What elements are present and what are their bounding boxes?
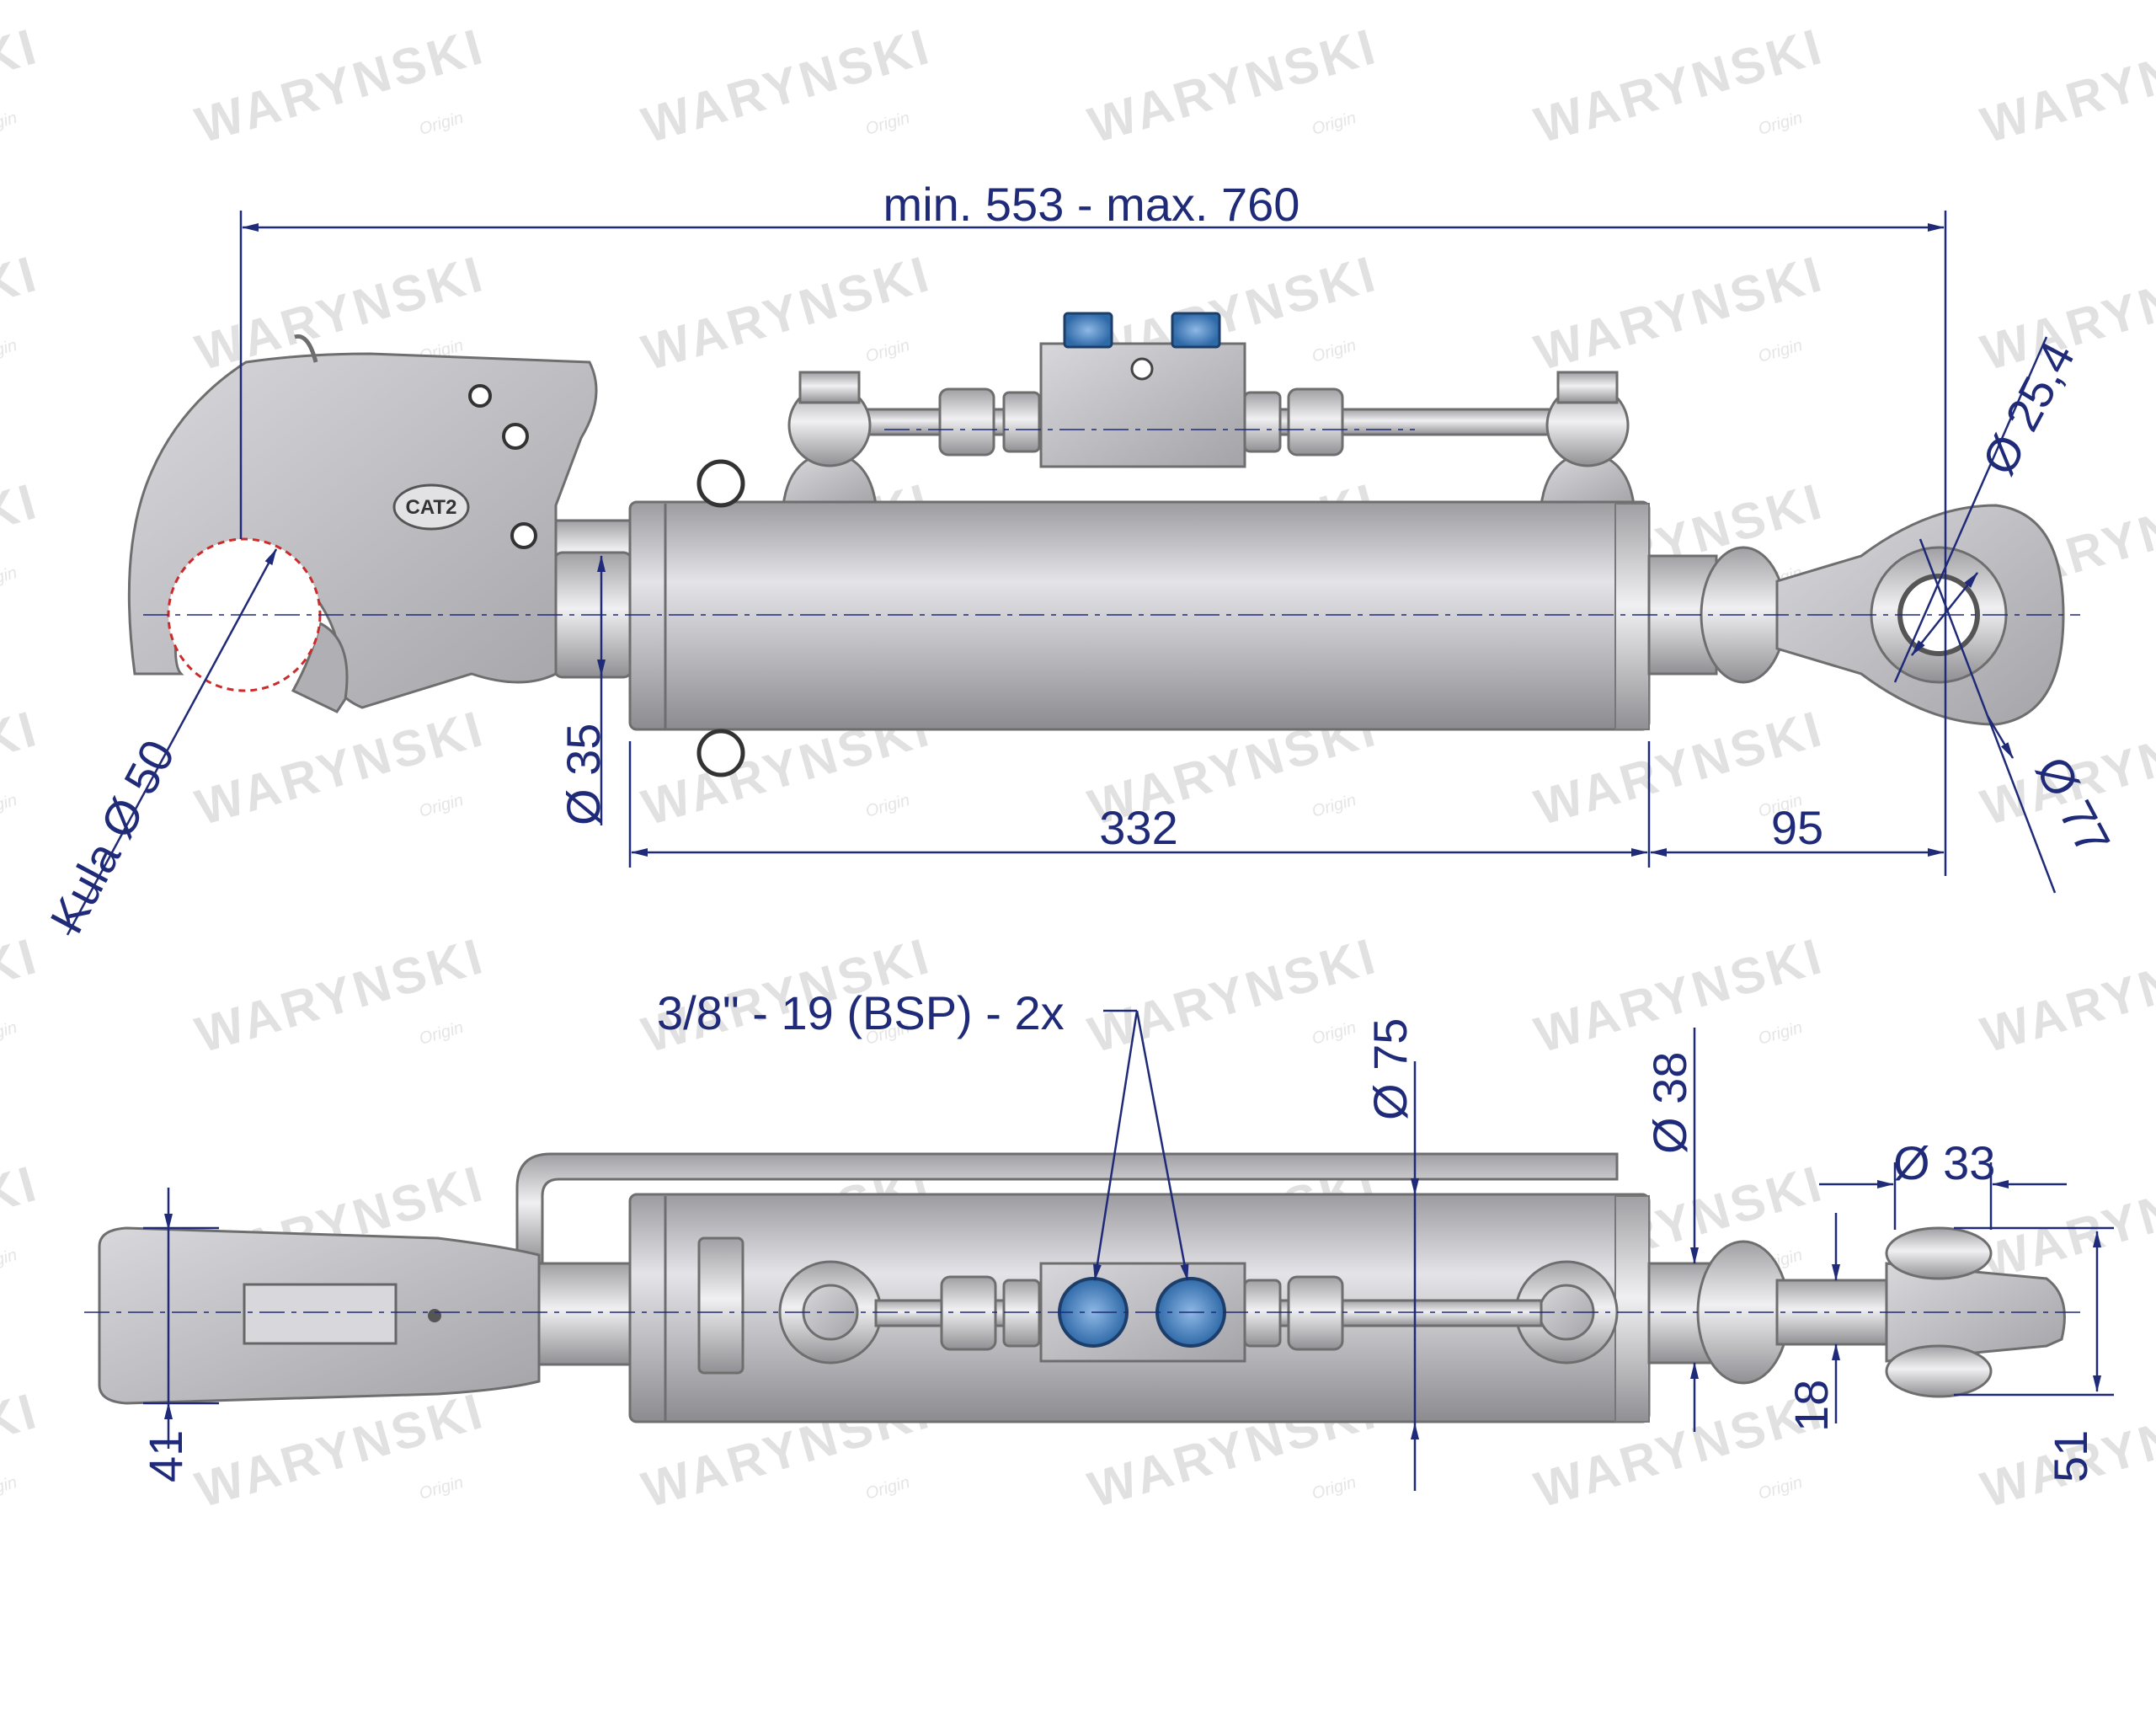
rod-diameter: Ø 35: [557, 724, 610, 825]
watermark-logo: WARYNSKI: [1529, 18, 1830, 154]
watermark-sub: Origin: [863, 109, 911, 139]
ball-width: Ø 33: [1893, 1136, 1995, 1189]
watermark-sub: Origin: [1756, 1473, 1804, 1503]
watermark-sub: Origin: [1310, 1473, 1358, 1503]
banjo-left-nut: [798, 371, 861, 404]
watermark-logo: WARYNSKI: [1975, 927, 2156, 1064]
watermark-sub: Origin: [417, 1018, 465, 1049]
hook-pin: [510, 522, 537, 549]
eye-ball-bottom: [1885, 1344, 1993, 1398]
watermark-logo: WARYNSKI: [1975, 1155, 2156, 1291]
watermark-sub: Origin: [417, 1473, 465, 1503]
hook-pin: [468, 384, 492, 408]
port-thread: 3/8" - 19 (BSP) - 2x: [657, 986, 1065, 1039]
watermark-sub: Origin: [863, 791, 911, 821]
fitting-nut: [938, 387, 995, 457]
top-view: CAT2: [127, 312, 2080, 777]
cat-label: CAT2: [406, 496, 457, 519]
watermark-sub: Origin: [1756, 109, 1804, 139]
watermark-logo: WARYNSKI: [1975, 18, 2156, 154]
port-plug: [1063, 312, 1113, 349]
hook-pin: [502, 423, 529, 450]
bottom-dimensions: 3/8" - 19 (BSP) - 2x Ø 75 Ø 38 Ø 33 41 1…: [139, 986, 2114, 1491]
watermark-logo: WARYNSKI: [1082, 927, 1384, 1064]
fitting-nut: [940, 1275, 997, 1351]
fitting-nut: [1002, 391, 1041, 453]
watermark-sub: Origin: [1756, 336, 1804, 366]
eye-ball-top: [1885, 1226, 1993, 1280]
rod-top-view: [537, 1262, 633, 1366]
end-cap-top: [1614, 1195, 1650, 1423]
hook-lever: [294, 334, 318, 363]
watermark-logo: WARYNSKI: [1082, 18, 1384, 154]
watermark-sub: Origin: [1310, 1018, 1358, 1049]
port-plug: [1171, 312, 1221, 349]
eye-width: 51: [2044, 1430, 2097, 1482]
hook-width: 41: [139, 1430, 192, 1482]
end-cap: [1614, 503, 1650, 730]
watermark-logo: WARYNSKI: [636, 18, 937, 154]
watermark-logo: WARYNSKI: [0, 245, 45, 382]
eye-length: 95: [1771, 801, 1823, 854]
fitting-nut: [1243, 391, 1282, 453]
bent-pipe: [515, 1152, 1619, 1265]
lug-top-view: [697, 1236, 744, 1375]
watermark-sub: Origin: [0, 336, 19, 366]
valve-hole: [1130, 357, 1154, 381]
watermark-logo: WARYNSKI: [0, 18, 45, 154]
watermark-sub: Origin: [1310, 109, 1358, 139]
banjo-right-nut: [1556, 371, 1619, 404]
watermark-logo: WARYNSKI: [0, 1155, 45, 1291]
watermark-logo: WARYNSKI: [189, 927, 491, 1064]
watermark-logo: WARYNSKI: [189, 18, 491, 154]
watermark-logo: WARYNSKI: [636, 245, 937, 382]
eye-shank-width: 18: [1785, 1380, 1838, 1432]
lug-top: [696, 459, 745, 508]
watermark-sub: Origin: [0, 1473, 19, 1503]
fitting-nut: [1287, 1275, 1344, 1351]
fitting-nut: [1287, 387, 1344, 457]
watermark-sub: Origin: [1310, 791, 1358, 821]
fitting-nut: [1243, 1279, 1282, 1348]
overall-length: min. 553 - max. 760: [883, 178, 1300, 231]
bottom-view: [84, 1152, 2080, 1423]
watermark-sub: Origin: [417, 791, 465, 821]
hook-slot: [243, 1283, 398, 1345]
watermark-logo: WARYNSKI: [189, 1382, 491, 1519]
stroke-length: 332: [1099, 801, 1177, 854]
thread-diameter: Ø 38: [1643, 1052, 1696, 1154]
cylinder-diameter: Ø 75: [1364, 1018, 1417, 1120]
watermark-sub: Origin: [0, 1246, 19, 1276]
watermark-logo: WARYNSKI: [1529, 927, 1830, 1064]
watermark-sub: Origin: [1756, 1018, 1804, 1049]
watermark-sub: Origin: [417, 109, 465, 139]
watermark-logo: WARYNSKI: [0, 700, 45, 836]
cylinder-barrel: [628, 500, 1651, 731]
watermark-sub: Origin: [0, 109, 19, 139]
fitting-nut: [1002, 1279, 1041, 1348]
watermark-sub: Origin: [863, 336, 911, 366]
lug-bottom: [696, 729, 745, 777]
watermark-sub: Origin: [0, 1018, 19, 1049]
watermark-logo: WARYNSKI: [189, 700, 491, 836]
watermark-logo: WARYNSKI: [0, 1382, 45, 1519]
watermark-sub: Origin: [0, 563, 19, 594]
ball-diameter: Kula Ø 50: [40, 731, 185, 941]
watermark-sub: Origin: [1310, 336, 1358, 366]
watermark-logo: WARYNSKI: [0, 927, 45, 1064]
watermark-logo: WARYNSKI: [0, 473, 45, 609]
watermark-sub: Origin: [863, 1473, 911, 1503]
hook-pin-top: [428, 1309, 441, 1322]
watermark-logo: WARYNSKI: [1529, 245, 1830, 382]
watermark-sub: Origin: [0, 791, 19, 821]
cat-badge: [392, 483, 470, 531]
